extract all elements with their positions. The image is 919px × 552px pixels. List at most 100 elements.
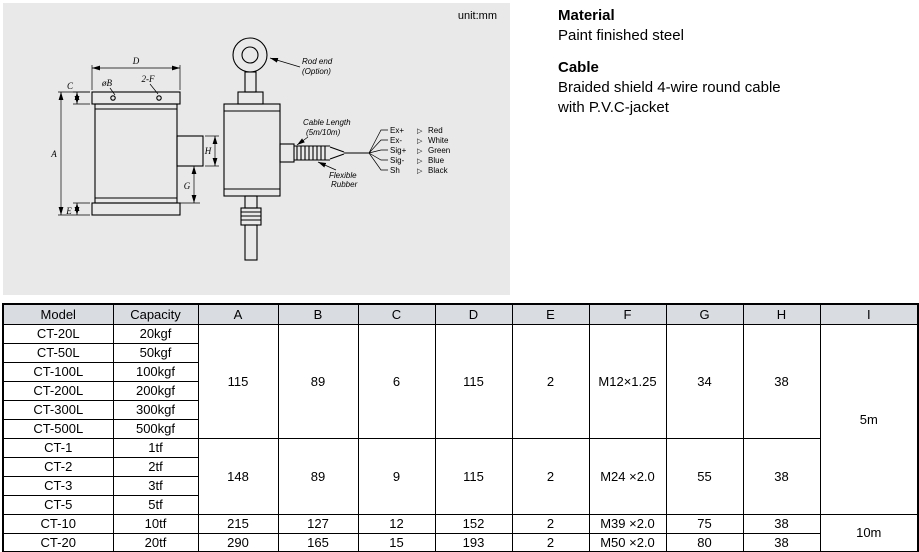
front-view-dimensions [58,65,219,216]
technical-drawing-panel: unit:mm [3,3,510,295]
cell-f: M50 ×2.0 [588,532,667,552]
rod-end-hole [241,46,259,64]
cell-c: 6 [357,323,436,439]
header-row: Model Capacity A B C D E F G H I [2,303,919,325]
table-row: CT-1 1tf 148 89 9 115 2 M24 ×2.0 55 38 [2,437,918,515]
cell-d: 115 [434,323,513,439]
cell-model: CT-5 [2,494,114,515]
cell-model: CT-1 [2,437,114,458]
cell-a: 290 [197,532,279,552]
cell-model: CT-3 [2,475,114,496]
side-view [223,37,369,261]
cell-model: CT-10 [2,513,114,534]
cell-h: 38 [742,532,821,552]
wire-triangle-icon: ▷ [417,137,423,145]
technical-drawing: unit:mm [50,10,497,261]
cell-f: M24 ×2.0 [588,437,667,515]
cell-capacity: 20tf [112,532,199,552]
rod-end-label: Rod end [302,57,333,66]
cable-boss [279,143,295,163]
cell-h: 38 [742,437,821,515]
cable-text-line1: Braided shield 4-wire round cable [558,79,781,96]
col-header-g: G [665,303,744,325]
col-header-f: F [588,303,667,325]
cable-taper [329,146,345,160]
cell-model: CT-2 [2,456,114,477]
flexible-rubber-label2: Rubber [331,180,358,189]
cell-d: 115 [434,437,513,515]
cell-f: M12×1.25 [588,323,667,439]
table-row: CT-50L 50kgf [2,342,918,363]
col-header-c: C [357,303,436,325]
wire-pin-label: Sh [390,166,400,175]
cell-f: M39 ×2.0 [588,513,667,534]
cell-b: 89 [277,323,359,439]
wire-triangle-icon: ▷ [417,127,423,135]
cell-capacity: 5tf [112,494,199,515]
cell-model: CT-200L [2,380,114,401]
table-row: CT-3 3tf [2,475,918,496]
col-header-e: E [511,303,590,325]
wire-pin-label: Ex+ [390,126,404,135]
cell-g: 55 [665,437,744,515]
wire-pin-label: Ex- [390,136,402,145]
cell-model: CT-20 [2,532,114,552]
cell-h: 38 [742,323,821,439]
table-row: CT-20L 20kgf 115 89 6 115 2 M12×1.25 34 … [2,323,919,515]
cell-body-side [223,103,281,197]
bottom-rod [244,224,258,261]
dim-label-phi-b: øB [101,78,113,88]
cable-text-line2: with P.V.C-jacket [558,99,669,116]
col-header-h: H [742,303,821,325]
wire-fanout [368,129,388,171]
cell-b: 127 [277,513,359,534]
cell-e: 2 [511,437,590,515]
cell-capacity: 20kgf [112,323,199,344]
cable-length-label: Cable Length [303,118,351,127]
cell-model: CT-500L [2,418,114,439]
dim-label-c: C [67,81,74,91]
cell-model: CT-20L [2,323,114,344]
cell-e: 2 [511,323,590,439]
table-row: CT-2 2tf [2,456,918,477]
wire-color-label: Red [428,126,443,135]
cell-capacity: 2tf [112,456,199,477]
cable-length-value-label: (5m/10m) [306,128,341,137]
bottom-neck [244,195,258,209]
table-row: CT-10 10tf 215 127 12 152 2 M39 ×2.0 75 … [2,513,919,552]
cell-a: 148 [197,437,279,515]
dim-label-h: H [204,146,212,156]
cell-g: 34 [665,323,744,439]
rod-end-option-label: (Option) [302,67,331,76]
dim-label-2f: 2-F [142,74,155,84]
wire-triangle-icon: ▷ [417,147,423,155]
adapter-nut [237,91,264,105]
cell-capacity: 50kgf [112,342,199,363]
cell-capacity: 300kgf [112,399,199,420]
cell-capacity: 3tf [112,475,199,496]
cell-e: 2 [511,513,590,534]
col-header-model: Model [2,303,114,325]
cell-i: 5m [819,323,919,515]
cell-model: CT-50L [2,342,114,363]
cell-i: 10m [819,513,919,552]
wire-color-label: White [428,136,449,145]
wire-color-label: Green [428,146,450,155]
cell-a: 115 [197,323,279,439]
dim-label-e: E [65,206,72,216]
cell-capacity: 1tf [112,437,199,458]
cell-capacity: 10tf [112,513,199,534]
cell-b: 165 [277,532,359,552]
cell-g: 75 [665,513,744,534]
cell-c: 15 [357,532,436,552]
col-header-d: D [434,303,513,325]
wire-color-label: Black [428,166,449,175]
table-row: CT-20 20tf 290 165 15 193 2 M50 ×2.0 80 … [2,532,918,552]
material-heading: Material [558,7,615,24]
col-header-a: A [197,303,279,325]
cell-capacity: 200kgf [112,380,199,401]
cell-model: CT-100L [2,361,114,382]
table-row: CT-500L 500kgf [2,418,918,439]
cell-capacity: 100kgf [112,361,199,382]
table-row: CT-200L 200kgf [2,380,918,401]
